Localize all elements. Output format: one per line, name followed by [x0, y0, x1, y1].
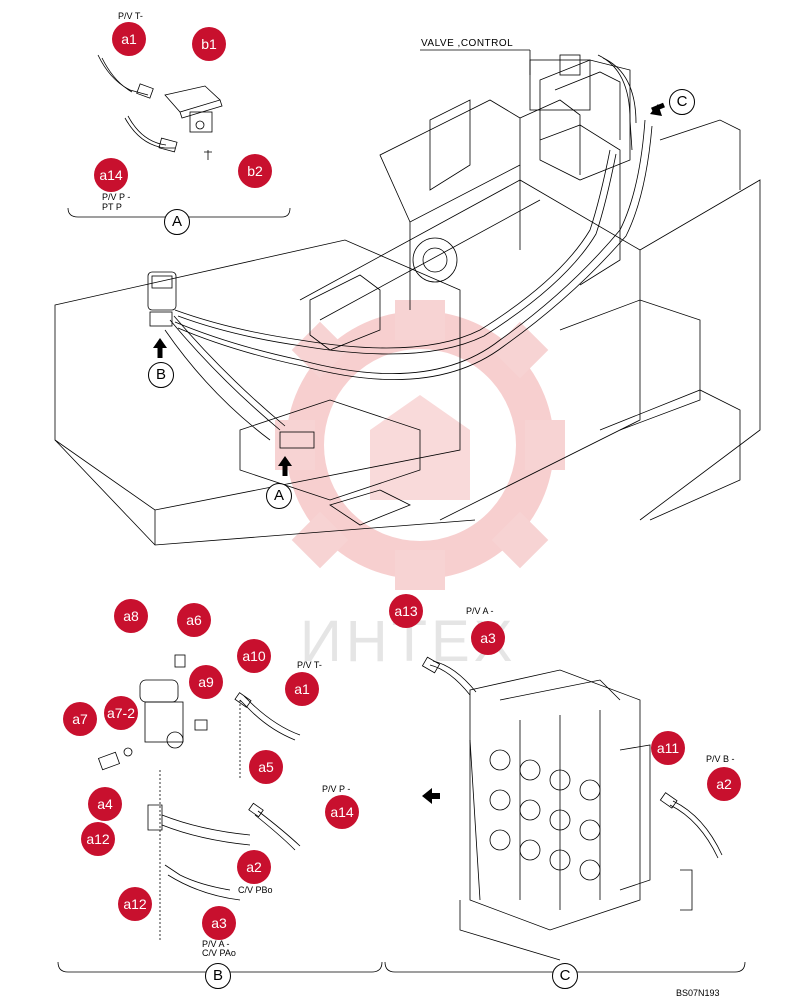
label-pv-p-b: P/V P - — [322, 784, 351, 794]
callout-b2: b2 — [238, 154, 272, 188]
callout-a5: a5 — [249, 750, 283, 784]
label-ptp: PT P — [102, 202, 122, 212]
label-valve-control: VALVE ,CONTROL — [421, 38, 514, 49]
callout-a2-c: a2 — [707, 767, 741, 801]
callout-a7-2: a7-2 — [104, 696, 138, 730]
section-a-arrow: A — [266, 483, 292, 509]
label-cv-pao: C/V PAo — [202, 948, 236, 958]
callout-a11: a11 — [651, 731, 685, 765]
callout-a6: a6 — [177, 603, 211, 637]
callout-b1: b1 — [192, 27, 226, 61]
callout-a13: a13 — [389, 594, 423, 628]
label-cv-pbo: C/V PBo — [238, 885, 273, 895]
callout-a7: a7 — [63, 702, 97, 736]
callout-a10: a10 — [237, 639, 271, 673]
callout-a1-top: a1 — [112, 22, 146, 56]
drawing-code: BS07N193 — [676, 988, 720, 998]
label-pv-a-b: P/V A - — [202, 939, 230, 949]
callout-a8: a8 — [114, 599, 148, 633]
callout-a2-b: a2 — [237, 850, 271, 884]
label-pv-b-c: P/V B - — [706, 754, 735, 764]
section-a-top: A — [164, 209, 190, 235]
callout-a1-b: a1 — [285, 672, 319, 706]
callout-a12-1: a12 — [81, 822, 115, 856]
callout-a3-c: a3 — [471, 621, 505, 655]
section-c-bottom: C — [552, 963, 578, 989]
callout-a14-b: a14 — [325, 795, 359, 829]
label-pv-p-top: P/V P - — [102, 192, 131, 202]
section-b-bottom: B — [205, 963, 231, 989]
section-b-arrow: B — [148, 362, 174, 388]
callout-a3-b: a3 — [202, 906, 236, 940]
callout-a12-2: a12 — [118, 887, 152, 921]
callout-a14-top: a14 — [94, 158, 128, 192]
label-pv-t-top: P/V T- — [118, 11, 143, 21]
callout-a9: a9 — [189, 665, 223, 699]
label-pv-t-b: P/V T- — [297, 660, 322, 670]
callout-a4: a4 — [88, 787, 122, 821]
section-c-arrow: C — [669, 89, 695, 115]
label-pv-a-c: P/V A - — [466, 606, 494, 616]
